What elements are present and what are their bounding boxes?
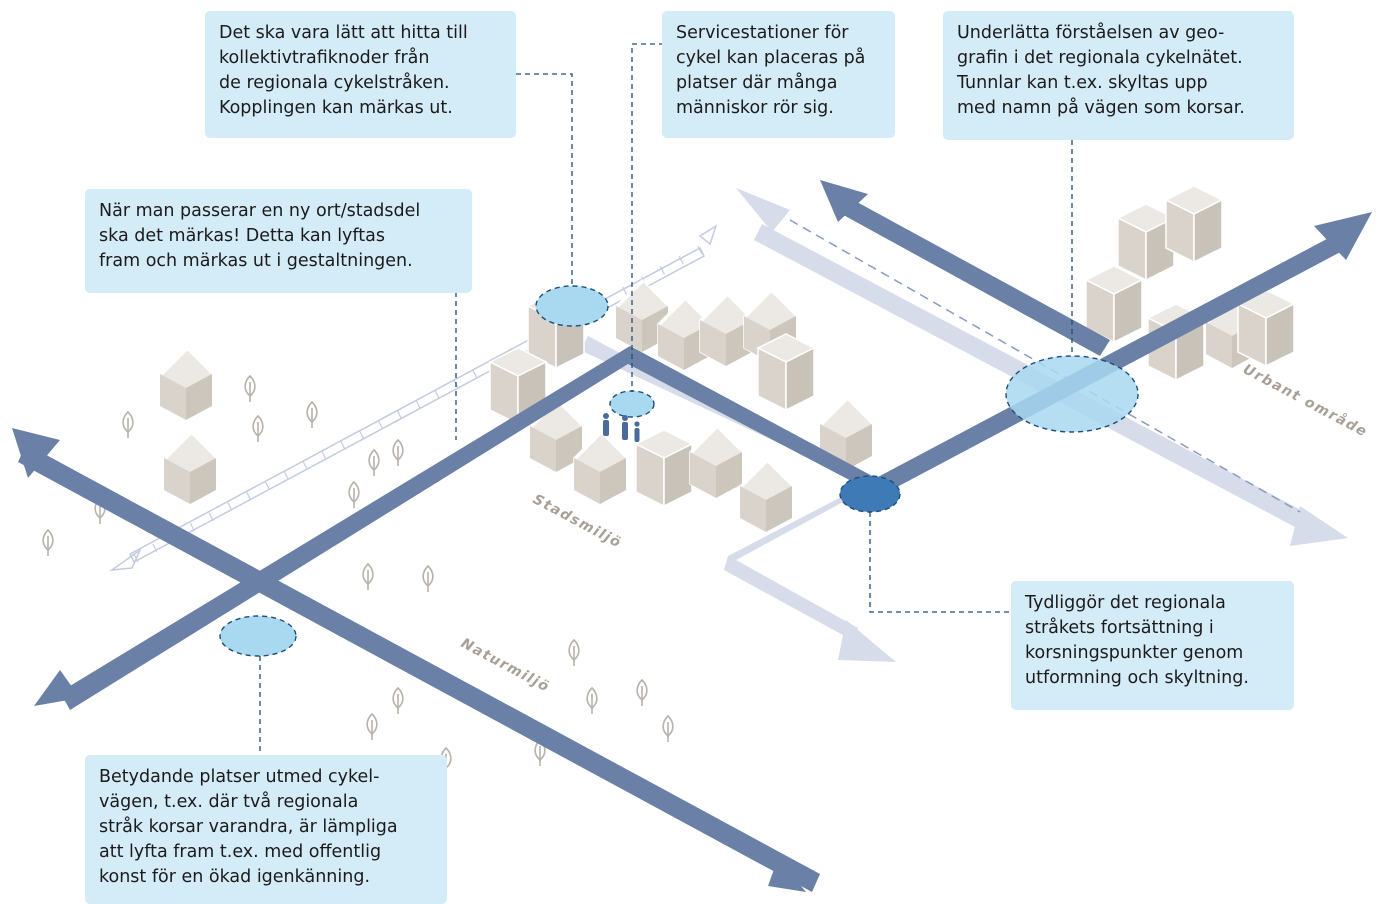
tree-icon [348,481,360,509]
highlight-crossing [219,615,297,657]
lane-rung [152,543,158,553]
tree-icon [662,715,674,743]
tree-icon [636,679,648,707]
people-icons [603,413,640,442]
lane-rung [471,368,477,378]
lane-rung [321,451,327,460]
highlight-service [609,390,655,418]
zone-label-urbant: Urbant område [1240,361,1371,441]
callout-line: Kopplingen kan märkas ut. [219,98,453,118]
callout-geografi: Underlätta förståelsen av geo- grafin i … [943,11,1294,140]
callout-line: stråkets fortsättning i [1025,618,1214,638]
tree-icon [42,529,54,557]
callout-fortsattning: Tydliggör det regionala stråkets fortsät… [1011,581,1294,710]
callout-line: de regionala cykelstråken. [219,73,450,93]
callout-line: utformning och skyltning. [1025,668,1249,688]
callout-line: att lyfta fram t.ex. med offentlig [99,842,382,862]
callout-kollektivtrafik: Det ska vara lätt att hitta till kollekt… [205,11,516,138]
tree-icon [362,563,374,591]
lane-rung [340,440,346,450]
tree-icon [568,639,580,667]
callout-line: Betydande platser utmed cykel- [99,767,380,787]
callout-line: konst för en ökad igenkänning. [99,867,371,887]
callout-ny-ort: När man passerar en ny ort/stadsdel ska … [85,189,472,293]
callout-line: Servicestationer för [676,23,849,43]
callout-line: cykel kan placeras på [676,48,866,68]
lane-rung [415,399,421,409]
lane-rung [265,481,271,491]
tree-icon [422,565,434,593]
callout-line: ska det märkas! Detta kan lyftas [99,226,385,246]
callout-line: fram och märkas ut i gestaltningen. [99,251,413,271]
lane-rung [208,512,214,522]
lane-rung [377,420,383,429]
lane-rung [697,245,703,255]
callout-betydande: Betydande platser utmed cykel- vägen, t.… [85,755,447,904]
callout-line: När man passerar en ny ort/stadsdel [99,201,421,221]
callout-line: Tydliggör det regionala [1025,593,1226,613]
tree-icon [392,439,404,467]
tree-icon [306,401,318,429]
callout-line: med namn på vägen som korsar. [957,98,1245,118]
tree-icon [392,687,404,715]
callout-line: stråk korsar varandra, är lämpliga [99,817,398,837]
callout-line: grafin i det regionala cykelnätet. [957,48,1243,68]
lane-rung [396,409,402,419]
callout-line: Det ska vara lätt att hitta till [219,23,468,43]
lane-rung [283,471,289,481]
callout-line: platser där många [676,73,838,93]
callout-line: vägen, t.ex. där två regionala [99,792,359,812]
tree-icon [366,713,378,741]
tree-icon [252,415,264,443]
lane-rung [434,389,440,399]
highlight-transit [535,285,609,327]
highlight-junction [839,475,901,513]
tree-icon [368,449,380,477]
lane-rung [189,522,195,532]
highlight-spots [219,285,1139,657]
leader-lines [259,43,1073,758]
tree-icon [244,375,256,403]
main-routes [12,180,1372,892]
lane-rung [622,286,628,296]
lane-rung [359,430,365,440]
callout-line: kollektivtrafiknoder från [219,48,430,68]
tree-icon [122,411,134,439]
nature-houses [159,347,217,505]
lane-rung [133,553,139,563]
tree-icon [586,687,598,715]
highlight-tunnel [1005,355,1139,433]
callout-servicestationer: Servicestationer för cykel kan placeras … [662,11,895,138]
lane-rung [678,255,684,265]
callout-line: Tunnlar kan t.ex. skyltas upp [957,73,1208,93]
zone-label-stadsmiljo: Stadsmiljö [530,491,624,551]
lane-rung [659,266,665,275]
lane-rung [302,461,308,470]
lane-rung [227,502,233,511]
callout-line: korsningspunkter genom [1025,643,1244,663]
callout-line: människor rör sig. [676,98,834,118]
callout-line: Underlätta förståelsen av geo- [957,23,1225,43]
lane-rung [246,492,252,501]
